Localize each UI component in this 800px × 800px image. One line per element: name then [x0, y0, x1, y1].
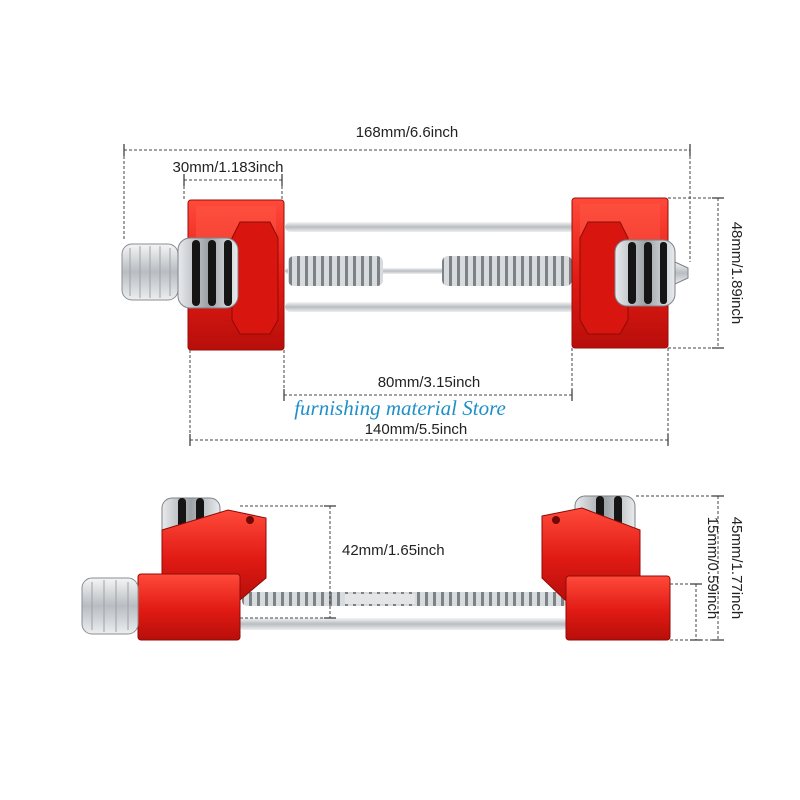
top-left-clamp: [231, 221, 279, 335]
top-left-oring-1: [192, 240, 200, 306]
side-right-base: [565, 575, 671, 641]
side-dim-roller-height: 42mm/1.65inch: [240, 505, 445, 619]
side-rod: [238, 618, 568, 630]
top-left-oring-3: [224, 240, 232, 306]
top-right-oring-1: [628, 242, 636, 304]
side-dim-total-height-label: 45mm/1.77inch: [728, 517, 745, 620]
side-knob-ridges: [91, 580, 129, 632]
top-dim-overall: 168mm/6.6inch: [123, 124, 691, 262]
top-right-screw-tip: [674, 261, 689, 285]
top-dim-height: 48mm/1.89inch: [668, 197, 745, 349]
side-dim-base-height: 15mm/0.59inch: [670, 517, 721, 641]
top-dim-block-width: 30mm/1.183inch: [173, 159, 284, 200]
top-dim-block-width-label: 30mm/1.183inch: [173, 159, 284, 176]
top-dim-overall-label: 168mm/6.6inch: [356, 124, 459, 141]
watermark-text: furnishing material Store: [294, 396, 506, 420]
side-dim-base-height-label: 15mm/0.59inch: [704, 517, 721, 620]
side-left-screw-hole: [246, 516, 254, 524]
side-view-tool: [81, 495, 671, 641]
top-dim-height-label: 48mm/1.89inch: [728, 222, 745, 325]
top-dim-inner-gap: 80mm/3.15inch: [283, 348, 573, 401]
side-left-base: [137, 573, 241, 641]
top-left-knob-ridges: [129, 246, 171, 298]
top-rod-upper: [285, 222, 575, 232]
top-spring-left: [288, 256, 383, 286]
top-rod-lower: [285, 302, 575, 312]
top-spring-right: [442, 256, 572, 286]
top-right-oring-3: [660, 242, 667, 304]
side-knob: [81, 577, 139, 635]
side-dim-roller-height-label: 42mm/1.65inch: [342, 542, 445, 559]
top-right-oring-2: [644, 242, 652, 304]
side-spring-gap: [345, 594, 415, 604]
top-dim-outer-width: 140mm/5.5inch: [189, 348, 669, 446]
top-dim-outer-width-label: 140mm/5.5inch: [365, 421, 468, 438]
top-view-tool: [121, 197, 689, 351]
top-dim-inner-gap-label: 80mm/3.15inch: [378, 374, 481, 391]
top-left-oring-2: [208, 240, 216, 306]
side-right-screw-hole: [552, 516, 560, 524]
